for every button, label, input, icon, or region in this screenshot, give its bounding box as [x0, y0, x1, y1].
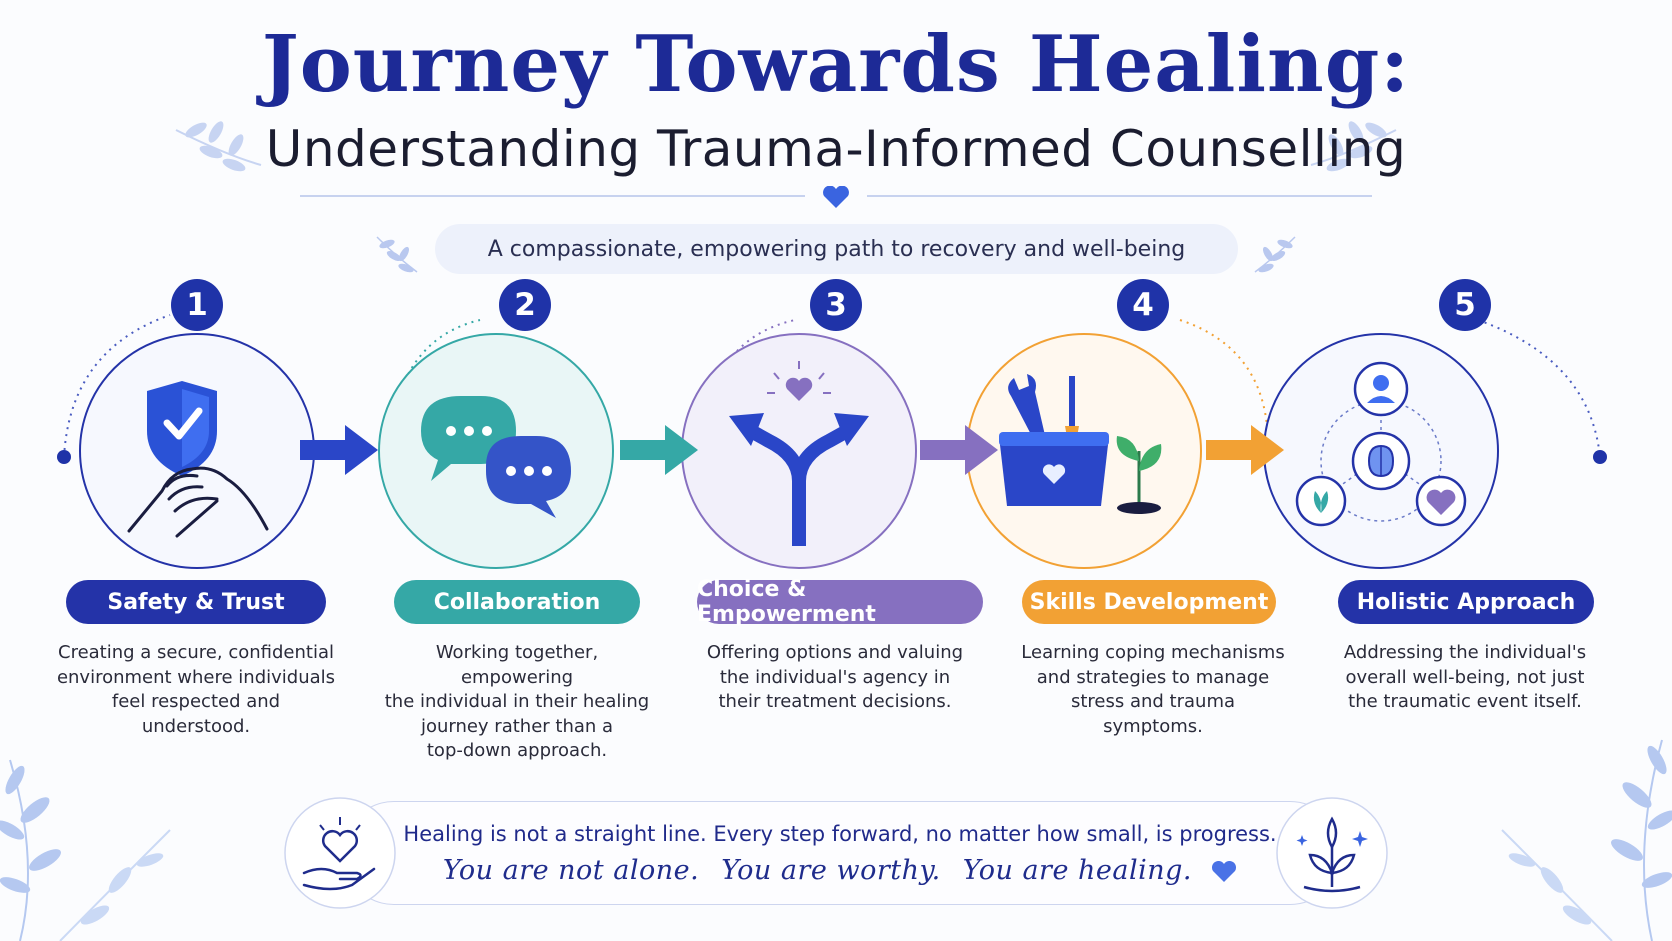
tagline-text: A compassionate, empowering path to reco… [487, 236, 1186, 262]
person-brain-heart-icon [1295, 361, 1467, 527]
arrow-4-5-icon [1206, 425, 1284, 475]
step-2-circle [378, 333, 614, 569]
footer-banner [342, 801, 1342, 905]
arrow-1-2-icon [300, 425, 378, 475]
foliage-bottom-right-icon [1501, 739, 1672, 941]
page-subtitle: Understanding Trauma-Informed Counsellin… [265, 120, 1407, 178]
title-divider [300, 186, 1372, 208]
step-4-number: 4 [1117, 279, 1169, 331]
heart-hand-icon [284, 797, 396, 909]
sprout-sparkle-icon [1276, 797, 1388, 909]
branching-arrows-icon [729, 361, 869, 546]
heart-icon [823, 186, 849, 208]
step-3-number: 3 [810, 279, 862, 331]
step-5-circle [1263, 333, 1499, 569]
affirmation-2: You are worthy. [721, 855, 941, 886]
step-1-label: Safety & Trust [66, 580, 326, 624]
step-5-label: Holistic Approach [1338, 580, 1594, 624]
step-1-number: 1 [171, 279, 223, 331]
affirmation-3: You are healing. [962, 855, 1192, 886]
arrow-3-4-icon [920, 425, 998, 475]
chat-bubbles-icon [421, 396, 571, 518]
step-3-circle [681, 333, 917, 569]
leaf-sprig-right-icon [1310, 121, 1397, 172]
tagline-pill: A compassionate, empowering path to reco… [435, 224, 1238, 274]
path-start-dot [57, 450, 71, 464]
heart-icon [785, 377, 813, 401]
step-5-number: 5 [1439, 279, 1491, 331]
footer-affirmations: You are not alone. You are worthy. You are… [360, 855, 1320, 886]
foliage-bottom-left-icon [0, 759, 171, 941]
page-title: Journey Towards Healing: [261, 19, 1411, 110]
shield-hands-icon [127, 381, 269, 538]
toolbox-plant-icon [999, 374, 1162, 514]
step-4-label: Skills Development [1022, 580, 1276, 624]
leaf-small-right-icon [1254, 236, 1296, 273]
leaf-small-left-icon [376, 236, 418, 273]
step-1-circle [79, 333, 315, 569]
affirmation-1: You are not alone. [442, 855, 700, 886]
heart-icon [1212, 860, 1237, 882]
step-3-label: Choice & Empowerment [697, 577, 983, 627]
path-end-dot [1593, 450, 1607, 464]
step-2-number: 2 [499, 279, 551, 331]
leaf-sprig-left-icon [175, 121, 262, 172]
step-2-label: Collaboration [394, 580, 640, 624]
footer-message: Healing is not a straight line. Every st… [403, 822, 1277, 846]
arrow-2-3-icon [620, 425, 698, 475]
step-4-circle [966, 333, 1202, 569]
